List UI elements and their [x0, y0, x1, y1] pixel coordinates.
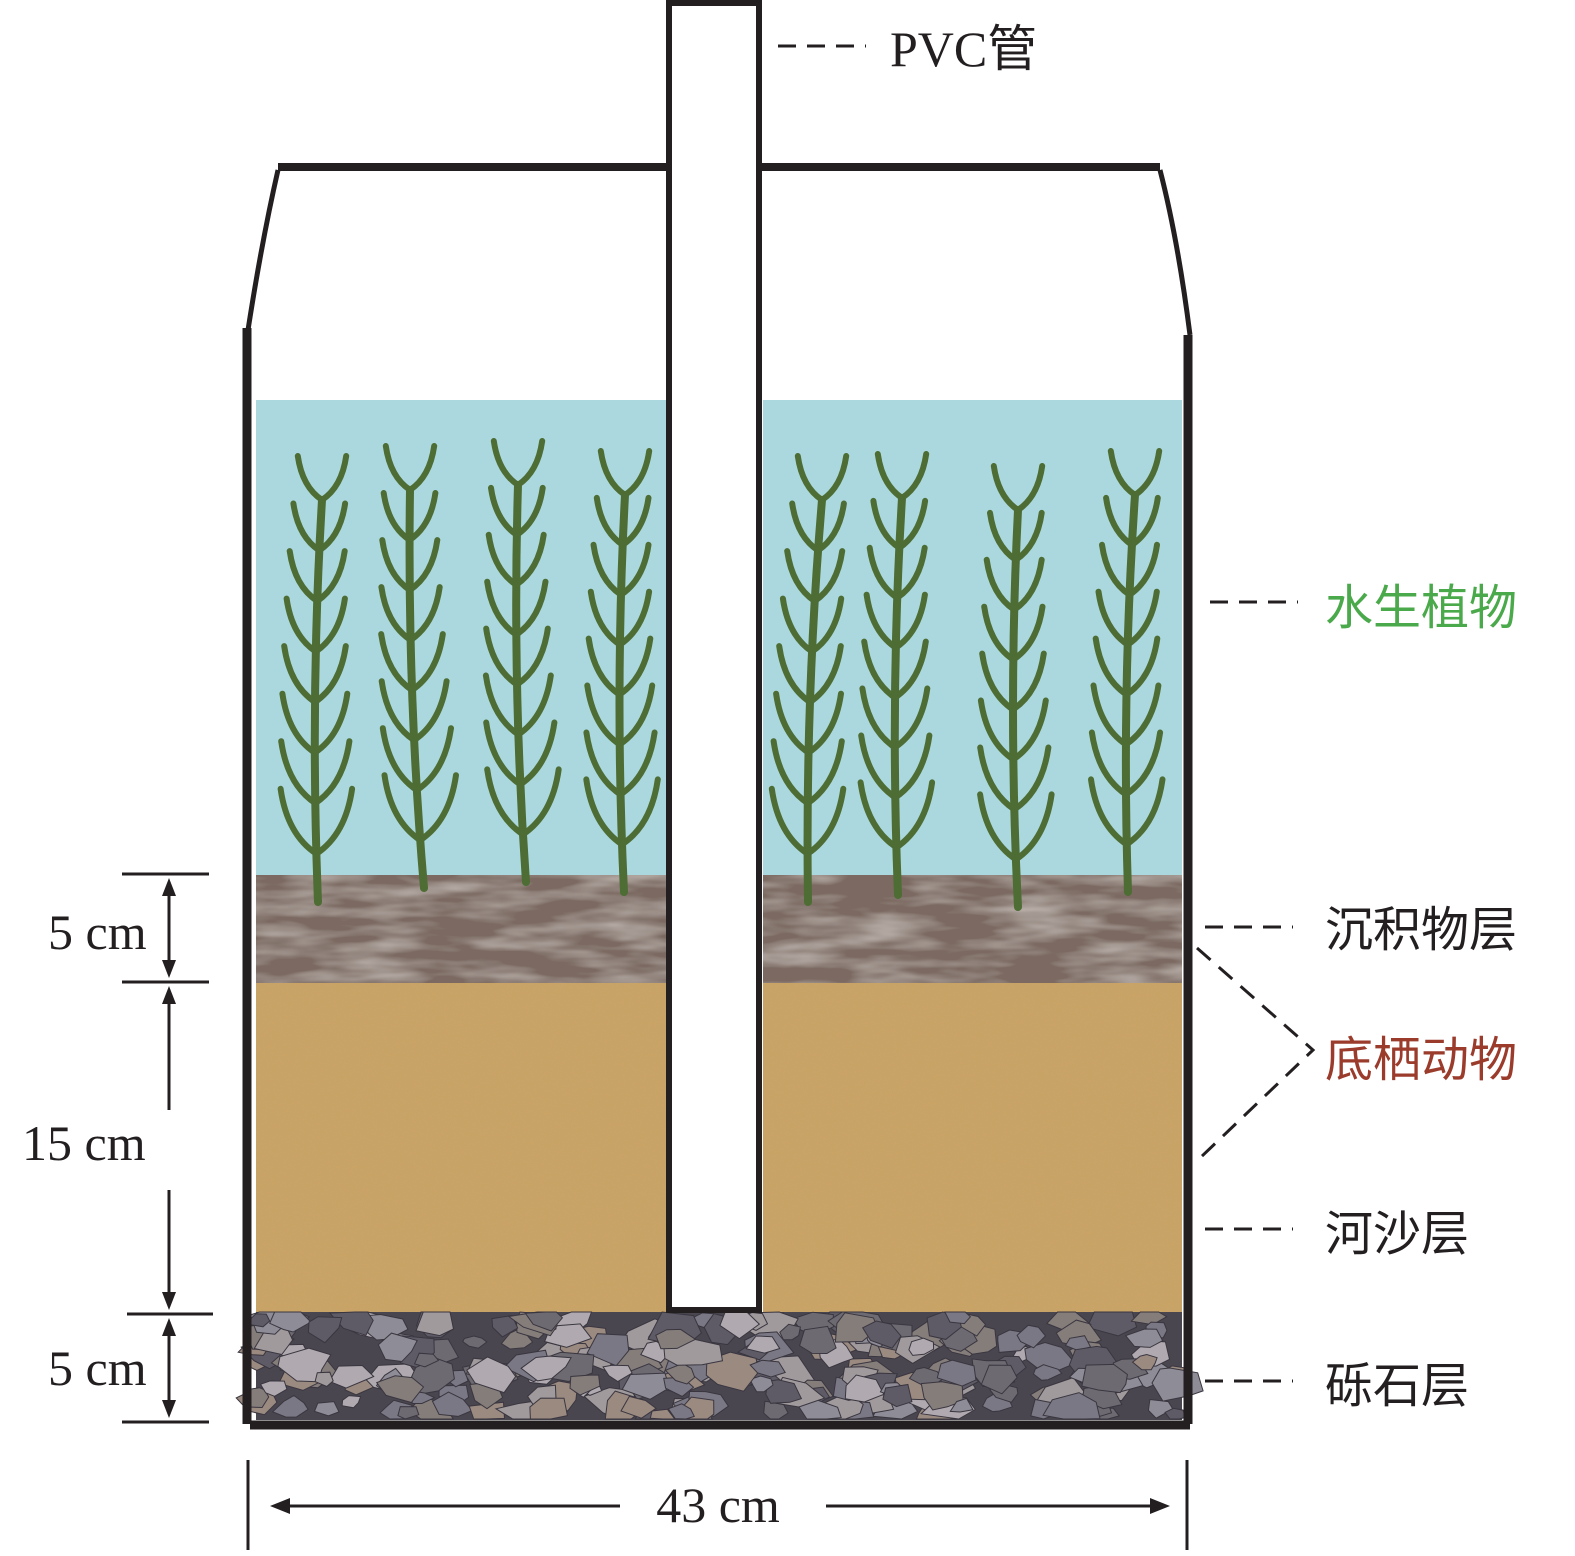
gravel-stone — [1042, 1392, 1101, 1420]
aquatic-plants — [277, 438, 1166, 911]
depth-dimension-lines — [122, 872, 213, 1424]
gravel-stone — [313, 1401, 340, 1417]
gravel-stone — [908, 1337, 935, 1356]
gravel-stone — [1086, 1311, 1138, 1337]
gravel-layer — [235, 1311, 1204, 1420]
gravel-stone — [655, 1328, 697, 1350]
label-aquatic-plants: 水生植物 — [1325, 580, 1517, 636]
gravel-stone — [569, 1374, 601, 1396]
aquatic-plant — [857, 451, 936, 899]
gravel-stone — [882, 1383, 913, 1408]
gravel-stone — [667, 1403, 696, 1420]
gravel-stone — [719, 1311, 761, 1340]
gravel-stone — [649, 1408, 676, 1420]
gravel-stone — [621, 1372, 671, 1400]
aquatic-plant — [977, 463, 1055, 911]
gravel-stone — [620, 1395, 657, 1419]
gravel-stone — [1081, 1363, 1128, 1394]
gravel-stone — [269, 1311, 312, 1333]
dimension-gravel-depth: 5 cm — [48, 1340, 147, 1396]
gravel-stone — [664, 1362, 696, 1385]
gravel-stone — [1124, 1328, 1164, 1348]
sediment-layer — [256, 875, 1182, 983]
gravel-stone — [524, 1311, 564, 1332]
aquatic-plant — [378, 443, 459, 892]
gravel-stone — [1131, 1353, 1158, 1371]
gravel-stone — [413, 1352, 440, 1368]
gravel-stone — [749, 1359, 786, 1378]
dimension-width: 43 cm — [656, 1477, 780, 1533]
aquatic-plant — [277, 453, 356, 906]
gravel-stone — [944, 1311, 972, 1325]
gravel-stone — [745, 1335, 781, 1354]
gravel-stone — [520, 1355, 572, 1382]
width-dimension-line — [246, 1460, 1189, 1550]
gravel-stone — [466, 1356, 517, 1394]
gravel-stone — [314, 1371, 334, 1388]
sand-layer — [256, 983, 1182, 1312]
aquatic-plant — [1088, 448, 1166, 896]
gravel-stone — [341, 1395, 362, 1409]
label-sand-layer: 河沙层 — [1325, 1206, 1469, 1262]
aquatic-plant — [583, 448, 661, 896]
label-pvc-pipe: PVC管 — [890, 21, 1037, 77]
gravel-stone — [271, 1394, 309, 1418]
gravel-stone — [462, 1335, 488, 1349]
gravel-stone — [779, 1323, 801, 1341]
gravel-stone — [307, 1316, 343, 1344]
gravel-stone — [431, 1391, 474, 1417]
gravel-stone — [397, 1406, 420, 1420]
gravel-stone — [936, 1359, 977, 1387]
gravel-stone — [415, 1311, 455, 1337]
gravel-stone — [1164, 1407, 1187, 1420]
gravel-stone — [1016, 1324, 1047, 1349]
gravel-stone — [328, 1364, 375, 1389]
gravel-stone — [529, 1397, 568, 1420]
label-benthic-animals: 底栖动物 — [1325, 1032, 1517, 1088]
gravel-stone — [1147, 1398, 1174, 1419]
pvc-pipe — [666, 0, 762, 1313]
dimension-sediment-depth: 5 cm — [48, 904, 147, 960]
gravel-stone — [377, 1332, 418, 1363]
gravel-stone — [468, 1401, 506, 1420]
gravel-stone — [861, 1320, 902, 1349]
gravel-stone — [980, 1364, 1018, 1395]
aquatic-plant — [768, 453, 850, 906]
label-leaders — [778, 44, 1316, 1383]
gravel-stone — [259, 1380, 288, 1397]
gravel-stone — [799, 1325, 837, 1355]
container-outline — [242, 163, 1193, 1430]
label-gravel-layer: 砾石层 — [1325, 1358, 1469, 1414]
gravel-stone — [749, 1375, 774, 1393]
gravel-stone — [375, 1375, 425, 1404]
gravel-stone — [844, 1374, 885, 1403]
gravel-stone — [1151, 1367, 1204, 1402]
gravel-stone — [949, 1397, 974, 1413]
gravel-stone — [1032, 1364, 1063, 1381]
aquatic-plant — [482, 438, 562, 886]
dimension-sand-depth: 15 cm — [22, 1115, 146, 1171]
gravel-stone — [586, 1333, 630, 1367]
label-sediment-layer: 沉积物层 — [1325, 902, 1517, 958]
gravel-stone — [602, 1364, 633, 1383]
